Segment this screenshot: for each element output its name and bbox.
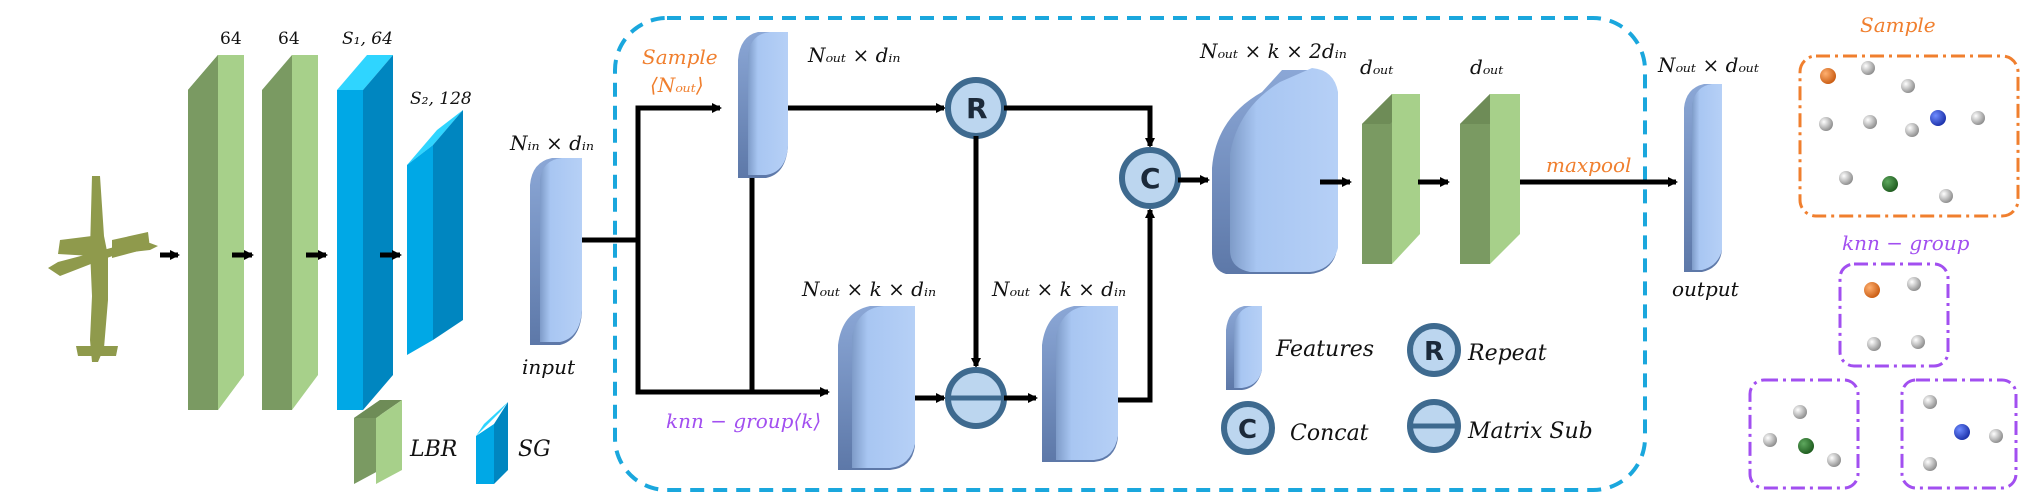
dout-label-1: dₒᵤₜ (1360, 55, 1393, 79)
svg-text:R: R (1424, 337, 1444, 367)
sample-illustration-title: Sample (1860, 13, 1936, 37)
svg-text:C: C (1140, 162, 1161, 195)
grouped-feature-block (838, 306, 915, 470)
input-connectors (582, 103, 830, 397)
knn-points-top (1864, 277, 1925, 351)
knn-box-left (1748, 378, 1860, 490)
sample-points (1819, 61, 1985, 203)
knn-group-label: knn − group⟨k⟩ (666, 409, 821, 433)
legend-lbr-icon (354, 400, 402, 484)
input-dim-label: Nᵢₙ × dᵢₙ (509, 131, 594, 155)
sampled-dim-label: Nₒᵤₜ × dᵢₙ (807, 43, 901, 67)
output-feature-block (1684, 84, 1722, 272)
legend-repeat-label: Repeat (1467, 341, 1547, 366)
knn-points-left (1763, 405, 1841, 467)
legend-concat-label: Concat (1290, 421, 1369, 446)
svg-text:R: R (966, 92, 988, 125)
matrix-sub-node (945, 367, 1007, 429)
legend-repeat-icon: R (1407, 323, 1461, 377)
knn-box-top (1838, 262, 1950, 368)
layer-label-2: 64 (278, 29, 300, 49)
input-feature-block (530, 158, 582, 345)
arrow-sub-to-concat (1118, 208, 1155, 403)
sample-points-box (1798, 54, 2020, 218)
legend-features-icon (1226, 306, 1262, 390)
output-dim-label: Nₒᵤₜ × dₒᵤₜ (1657, 53, 1759, 77)
legend-matrix-sub-label: Matrix Sub (1467, 419, 1593, 444)
legend-concat-icon: C (1221, 401, 1275, 455)
legend-sg-icon (476, 402, 508, 484)
sg-block-1 (337, 55, 393, 410)
maxpool-label: maxpool (1546, 153, 1631, 177)
layer-label-3: S₁, 64 (342, 29, 393, 49)
svg-text:C: C (1238, 415, 1257, 445)
lbr-out-block-1 (1362, 94, 1420, 264)
lbr-block-1 (188, 55, 244, 410)
legend-matrix-sub-icon (1407, 399, 1461, 453)
dout-label-2: dₒᵤₜ (1470, 55, 1503, 79)
repeat-connectors (971, 105, 1155, 368)
output-label: output (1672, 277, 1740, 301)
subtracted-feature-block (1042, 306, 1118, 462)
layer-label-4: S₂, 128 (410, 89, 472, 109)
sample-label: Sample (642, 45, 718, 69)
lbr-out-block-2 (1460, 94, 1520, 264)
concat-node: C (1119, 147, 1181, 209)
layer-label-1: 64 (220, 29, 242, 49)
input-label: input (522, 355, 576, 379)
knn-box-right (1900, 378, 2018, 490)
sample-param: ⟨Nₒᵤₜ⟩ (650, 73, 704, 97)
legend-lbr-label: LBR (409, 437, 457, 462)
legend-sg-label: SG (518, 437, 551, 462)
lbr-block-2 (262, 55, 318, 410)
grouped-dim-label: Nₒᵤₜ × k × dᵢₙ (801, 277, 936, 301)
knn-points-right (1923, 395, 2003, 471)
concat-feature-block (1212, 68, 1338, 274)
subtracted-dim-label: Nₒᵤₜ × k × dᵢₙ (991, 277, 1126, 301)
sg-block-2 (407, 110, 463, 355)
knn-illustration-title: knn − group (1842, 231, 1970, 255)
repeat-node: R (945, 77, 1007, 139)
legend-features-label: Features (1275, 337, 1374, 362)
sampled-feature-block (738, 32, 788, 178)
concat-dim-label: Nₒᵤₜ × k × 2dᵢₙ (1199, 39, 1347, 63)
module-frame (613, 16, 1647, 492)
airplane-point-cloud (48, 176, 158, 362)
